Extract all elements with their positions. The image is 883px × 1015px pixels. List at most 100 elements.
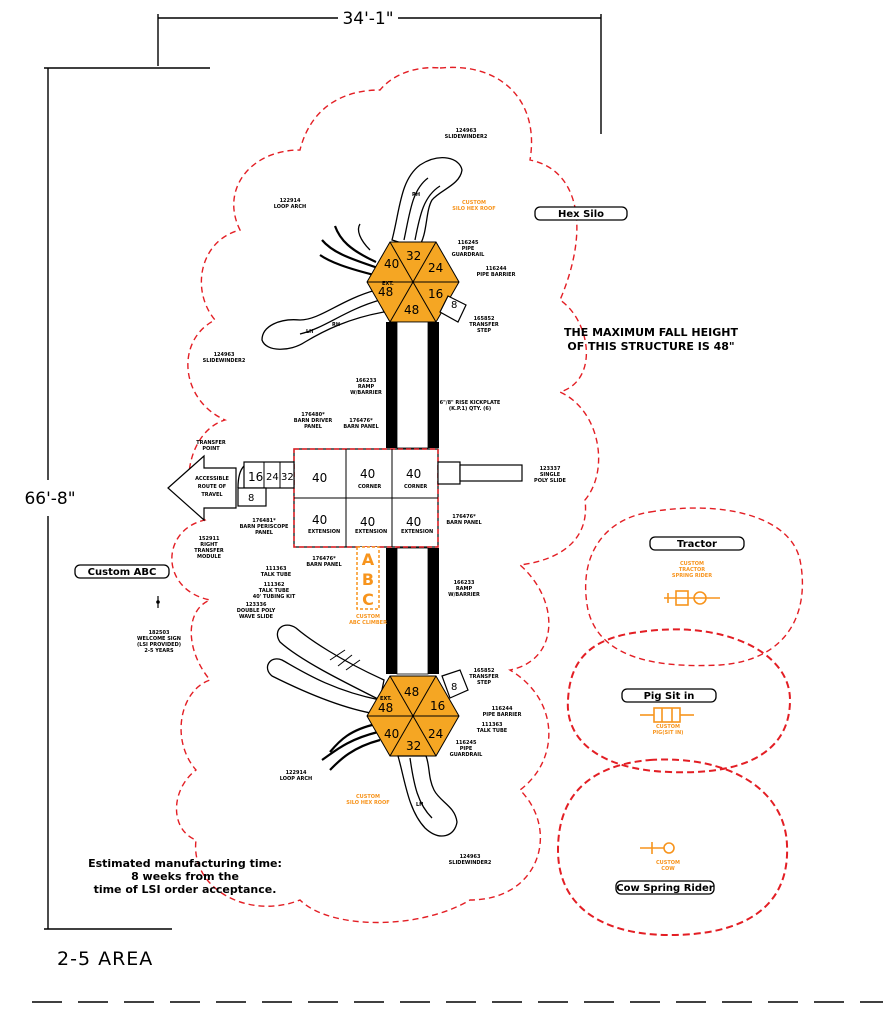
- abc-climber: A B C: [356, 546, 380, 610]
- top-slidewinder: RH: [391, 157, 463, 249]
- top-deck-5: 16: [428, 287, 443, 301]
- top-left-slidewinder: LH RH: [261, 289, 385, 350]
- svg-text:Hex Silo: Hex Silo: [558, 209, 604, 220]
- svg-text:176476*BARN PANEL: 176476*BARN PANEL: [343, 418, 379, 430]
- svg-text:176476*BARN PANEL: 176476*BARN PANEL: [446, 514, 482, 526]
- barn-cell-3: 40: [312, 513, 327, 527]
- tractor-zone: [584, 507, 804, 667]
- top-deck-3: 48: [378, 285, 393, 299]
- top-deck-2: 24: [428, 261, 443, 275]
- barn-tag-2: CORNER: [404, 484, 427, 490]
- bottom-deck-0: 48: [404, 685, 419, 699]
- cow-rider-icon: [640, 842, 675, 854]
- bottom-deck-6: 8: [451, 682, 457, 693]
- svg-text:6"/8" RISE KICKPLATE(K.P.1) QT: 6"/8" RISE KICKPLATE(K.P.1) QTY. (6): [440, 400, 501, 412]
- accessible-route-arrow: ACCESSIBLE ROUTE OF TRAVEL: [167, 454, 237, 522]
- slide-rh-label-2: RH: [332, 322, 340, 328]
- hex-silo-label: Hex Silo: [534, 206, 628, 221]
- use-zone-boundary: [171, 66, 600, 924]
- width-label: 34'-1": [342, 9, 393, 29]
- abc-letter-a: A: [362, 550, 375, 569]
- route-line-0: ACCESSIBLE: [195, 476, 229, 482]
- route-line-2: TRAVEL: [201, 492, 223, 498]
- abc-letter-c: C: [362, 590, 374, 609]
- svg-text:OF THIS STRUCTURE IS 48": OF THIS STRUCTURE IS 48": [567, 340, 734, 353]
- fall-height-note: THE MAXIMUM FALL HEIGHT OF THIS STRUCTUR…: [564, 326, 738, 353]
- barn-tag-3: EXTENSION: [308, 529, 340, 535]
- transfer-1: 24: [266, 472, 279, 483]
- area-label: 2-5 AREA: [57, 948, 153, 970]
- top-deck-1: 32: [406, 249, 421, 263]
- top-deck-6: 8: [451, 300, 457, 311]
- barn-structure: 40 40 40 40 40 40 CORNER CORNER EXTENSIO…: [293, 448, 439, 548]
- barn-cell-2: 40: [406, 467, 421, 481]
- svg-text:8 weeks from the: 8 weeks from the: [131, 870, 239, 883]
- top-deck-0: 40: [384, 257, 399, 271]
- height-label: 66'-8": [24, 489, 75, 509]
- transfer-0: 16: [248, 470, 263, 484]
- tractor-label: Tractor: [649, 536, 745, 551]
- welcome-sign-marker: [156, 596, 160, 608]
- bottom-hex-silo: 48 16 24 32 40 48 8 EXT.: [366, 669, 469, 757]
- slide-rh-label: RH: [412, 192, 420, 198]
- barn-tag-5: EXTENSION: [401, 529, 433, 535]
- top-ext-label: EXT.: [382, 281, 394, 287]
- manufacturing-note: Estimated manufacturing time: 8 weeks fr…: [88, 857, 282, 896]
- barn-tag-1: CORNER: [358, 484, 381, 490]
- single-poly-slide: [437, 461, 523, 485]
- pig-zone: [566, 628, 792, 774]
- barn-tag-4: EXTENSION: [355, 529, 387, 535]
- slide-lh-label-2: LH: [416, 802, 423, 808]
- top-loop-arch: [319, 223, 379, 278]
- barn-cell-0: 40: [312, 471, 327, 485]
- barn-cell-4: 40: [360, 515, 375, 529]
- transfer-2: 32: [281, 472, 294, 483]
- cow-spring-rider-label: Cow Spring Rider: [615, 880, 715, 895]
- svg-text:Cow Spring Rider: Cow Spring Rider: [616, 883, 713, 894]
- upper-ramp: [386, 321, 439, 449]
- bottom-deck-5: 48: [378, 701, 393, 715]
- cow-zone: [556, 758, 789, 937]
- transfer-3: 8: [248, 493, 254, 504]
- tractor-rider-icon: [664, 590, 720, 606]
- dimension-width: 34'-1": [157, 9, 602, 134]
- bottom-slidewinder: LH: [397, 755, 458, 837]
- bottom-double-wave-slide: [266, 624, 385, 715]
- pig-sit-in-label: Pig Sit in: [621, 688, 717, 703]
- pig-rider-icon: [640, 707, 694, 723]
- dimension-height: 66'-8": [24, 67, 210, 930]
- svg-text:THE MAXIMUM FALL HEIGHT: THE MAXIMUM FALL HEIGHT: [564, 326, 738, 339]
- svg-text:Tractor: Tractor: [677, 539, 717, 550]
- svg-text:Pig Sit in: Pig Sit in: [644, 691, 695, 702]
- route-line-1: ROUTE OF: [198, 484, 226, 490]
